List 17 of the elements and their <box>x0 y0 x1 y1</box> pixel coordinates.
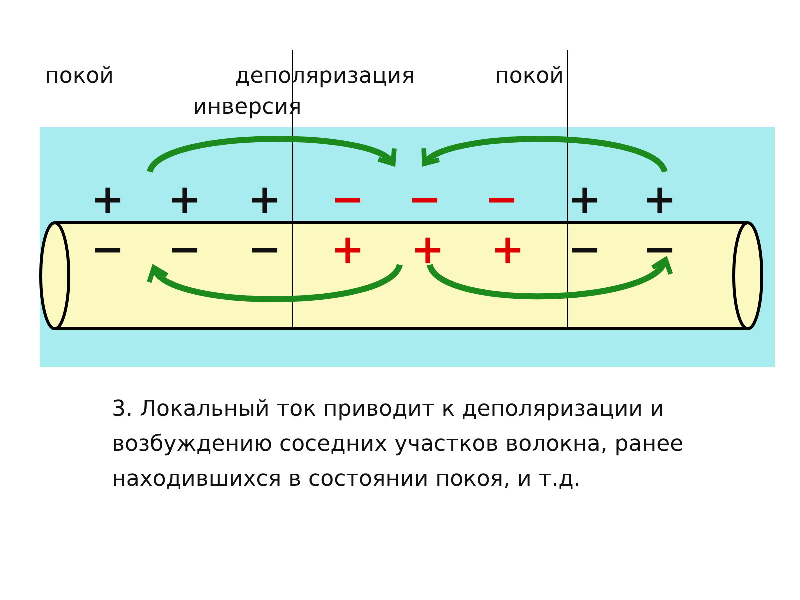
inner-charge-sign: − <box>168 230 202 270</box>
outer-charge-sign: − <box>485 180 519 220</box>
outer-charge-sign: + <box>248 180 282 220</box>
inner-charge-sign: − <box>248 230 282 270</box>
inner-charge-sign: − <box>643 230 677 270</box>
outer-charge-sign: + <box>91 180 125 220</box>
outer-charge-sign: − <box>331 180 365 220</box>
outer-charge-sign: + <box>568 180 602 220</box>
outer-charge-sign: + <box>643 180 677 220</box>
inner-charge-sign: + <box>331 230 365 270</box>
state-label: покой <box>495 66 564 88</box>
outer-charge-sign: + <box>168 180 202 220</box>
outer-charge-sign: − <box>408 180 442 220</box>
inner-charge-sign: − <box>91 230 125 270</box>
caption-text: 3. Локальный ток приводит к деполяризации и возбуждению соседних участков волокна, ранее находившихся в состоянии покоя, и т.д. <box>112 396 685 494</box>
inner-charge-sign: + <box>411 230 445 270</box>
state-label: покой <box>45 66 114 88</box>
